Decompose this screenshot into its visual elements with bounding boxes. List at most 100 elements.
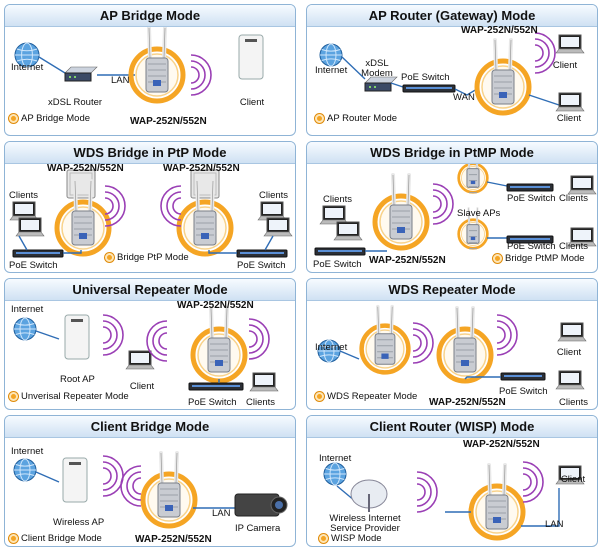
panel-ap-bridge: AP Bridge Mode Internet LAN xDSL Router …: [4, 4, 296, 136]
device-label: WAP-252N/552N: [177, 300, 254, 311]
panel-wds-ptmp: WDS Bridge in PtMP Mode Clients PoE Swit…: [306, 141, 598, 273]
panel-title: WDS Bridge in PtP Mode: [5, 142, 295, 164]
clients-label-2: Clients: [559, 193, 589, 204]
laptop-icon: [555, 465, 585, 485]
panel-title: Universal Repeater Mode: [5, 279, 295, 301]
laptop-icon: [249, 372, 279, 392]
laptop-icon: [333, 221, 363, 241]
internet-label: Internet: [319, 453, 352, 464]
device-label: WAP-252N/552N: [130, 116, 207, 127]
poe-switch-icon: [314, 247, 366, 256]
outdoor-ap-icon: [474, 38, 532, 116]
clients-label-1: Clients: [9, 190, 39, 201]
globe-icon: [319, 43, 343, 67]
router-label: xDSL Router: [48, 97, 103, 108]
panel-ap-router: AP Router (Gateway) Mode Internet xDSL M…: [306, 4, 598, 136]
mode-legend: Bridge PtP Mode: [105, 252, 189, 263]
internet-label: Internet: [11, 62, 44, 73]
mode-dot-icon: [9, 114, 18, 123]
device-label: WAP-252N/552N: [429, 397, 506, 408]
laptop-icon: [125, 350, 155, 370]
mode-dot-icon: [315, 114, 324, 123]
laptop-icon: [9, 201, 39, 221]
poe-label: PoE Switch: [499, 386, 548, 397]
clients-label: Clients: [246, 397, 276, 408]
wds-ptp-scene: [9, 169, 293, 258]
internet-label: Internet: [11, 446, 44, 457]
indoor-ap-icon: [238, 34, 264, 80]
panel-universal-repeater: Universal Repeater Mode Internet Root AP…: [4, 278, 296, 410]
mode-dot-icon: [493, 254, 502, 263]
outdoor-ap-icon: [468, 463, 526, 541]
device-label: WAP-252N/552N: [461, 25, 538, 36]
laptop-icon: [555, 92, 585, 112]
internet-label: Internet: [315, 342, 348, 353]
camera-label: IP Camera: [235, 523, 281, 534]
client-label: Client: [239, 97, 265, 108]
slave-aps-label: Slave APs: [457, 208, 501, 219]
wireless-waves-icon: [146, 320, 168, 362]
wireless-waves-icon: [102, 455, 124, 497]
clients-label-2: Clients: [259, 190, 289, 201]
laptop-icon: [263, 217, 293, 237]
panel-wds-ptp: WDS Bridge in PtP Mode WAP-252N/552N WAP…: [4, 141, 296, 273]
internet-label: Internet: [315, 65, 348, 76]
router-icon: [364, 76, 398, 92]
outdoor-ap-icon: [372, 173, 430, 251]
wan-label: WAN: [453, 92, 475, 103]
laptop-icon: [555, 370, 585, 390]
universal-repeater-scene: [13, 306, 279, 392]
panel-client-router: Client Router (WISP) Mode Internet Wirel…: [306, 415, 598, 547]
wireless-waves-icon: [496, 314, 518, 356]
ap-router-scene: [319, 32, 585, 116]
wireless-waves-icon: [190, 54, 212, 96]
wireless-waves-icon: [432, 183, 454, 225]
poe-switch-icon: [506, 183, 554, 192]
poe-switch-icon: [236, 249, 288, 258]
poe-label-1: PoE Switch: [9, 260, 58, 271]
modem-label-1: xDSL: [365, 58, 389, 69]
panel-title: WDS Repeater Mode: [307, 279, 597, 301]
outdoor-ap-icon: [457, 207, 489, 250]
panel-title: Client Router (WISP) Mode: [307, 416, 597, 438]
poe-switch-icon: [12, 249, 64, 258]
laptop-icon: [257, 201, 287, 221]
panel-title: AP Bridge Mode: [5, 5, 295, 27]
client-label: Client: [129, 381, 155, 392]
outdoor-ap-icon: [190, 306, 248, 384]
laptop-icon: [567, 227, 597, 247]
mode-legend: AP Bridge Mode: [9, 113, 90, 124]
wireless-waves-icon: [248, 318, 270, 360]
wireless-waves-icon: [412, 322, 434, 364]
globe-icon: [13, 458, 37, 482]
client-router-scene: [323, 461, 585, 541]
clients-label: Clients: [559, 397, 589, 408]
poe-switch-icon: [500, 372, 546, 381]
device-label-1: WAP-252N/552N: [47, 163, 124, 174]
ip-camera-icon: [234, 493, 288, 517]
slave-ap-2: [457, 207, 489, 250]
laptop-icon: [555, 34, 585, 54]
poe-switch-icon: [188, 382, 244, 391]
wireless-waves-icon: [416, 471, 438, 513]
poe-switch-icon: [402, 84, 456, 93]
lan-label: LAN: [212, 508, 231, 519]
mode-dot-icon: [105, 253, 114, 262]
laptop-icon: [557, 322, 587, 342]
panel-client-bridge: Client Bridge Mode Internet Wireless AP …: [4, 415, 296, 547]
outdoor-ap-icon: [140, 451, 198, 529]
modem-label-2: Modem: [361, 68, 393, 79]
wds-repeater-scene: [317, 304, 587, 390]
wireless-waves-icon: [160, 185, 182, 227]
ap-bridge-scene: [14, 26, 264, 104]
panel-wds-repeater: WDS Repeater Mode Internet WAP-252N/552N…: [306, 278, 598, 410]
device-label-2: WAP-252N/552N: [163, 163, 240, 174]
globe-icon: [14, 42, 40, 68]
mode-dot-icon: [315, 392, 324, 401]
wireless-waves-icon: [120, 465, 142, 507]
mode-legend: Unverisal Repeater Mode: [9, 391, 129, 402]
wisp-label-1: Wireless Internet: [329, 513, 401, 524]
mode-legend: WISP Mode: [319, 533, 382, 544]
panel-title: WDS Bridge in PtMP Mode: [307, 142, 597, 164]
clients-label: Clients: [323, 194, 353, 205]
